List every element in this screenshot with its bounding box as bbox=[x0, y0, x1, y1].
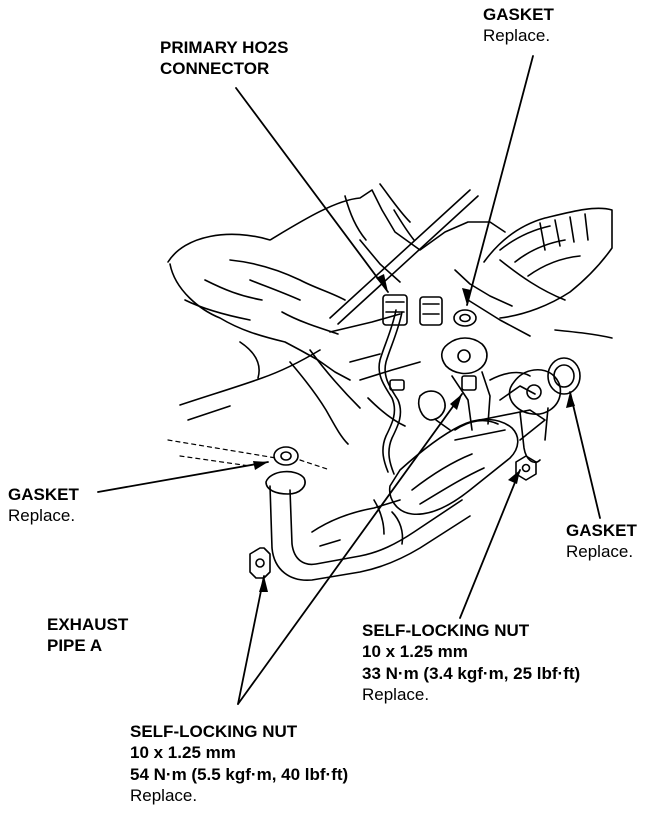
gasket-right-part bbox=[547, 357, 581, 395]
gasket-top-part bbox=[453, 309, 477, 327]
hanger-bracket bbox=[417, 390, 451, 431]
gasket-left-title: GASKET bbox=[8, 485, 79, 504]
rear-flange bbox=[508, 369, 562, 464]
ho2s-wire-harness bbox=[378, 294, 443, 475]
label-gasket-top: GASKET Replace. bbox=[483, 4, 554, 47]
nut-right-size: 10 x 1.25 mm bbox=[362, 642, 468, 662]
gasket-top-title: GASKET bbox=[483, 5, 554, 24]
label-gasket-right: GASKET Replace. bbox=[566, 520, 637, 563]
nut-bottom-size: 10 x 1.25 mm bbox=[130, 743, 236, 763]
nut-right-part bbox=[515, 455, 537, 481]
primary-ho2s-line2: CONNECTOR bbox=[160, 59, 270, 79]
reference-lines bbox=[167, 439, 331, 471]
exhaust-pipe-a bbox=[249, 470, 471, 581]
nut-right-note: Replace. bbox=[362, 684, 430, 704]
nut-bottom-note: Replace. bbox=[130, 785, 198, 805]
cable-rod bbox=[329, 189, 479, 325]
nut-bottom-torque: 54 N·m (5.5 kgf·m, 40 lbf·ft) bbox=[130, 764, 349, 784]
gasket-left-part bbox=[273, 446, 299, 466]
label-exhaust-pipe-a: EXHAUST PIPE A bbox=[47, 614, 128, 657]
nut-right-torque: 33 N·m (3.4 kgf·m, 25 lbf·ft) bbox=[362, 663, 581, 683]
gasket-right-note: Replace. bbox=[566, 542, 634, 562]
gasket-left-note: Replace. bbox=[8, 506, 76, 526]
label-primary-ho2s-connector: PRIMARY HO2S CONNECTOR bbox=[160, 37, 288, 80]
rocker-panel bbox=[483, 207, 613, 319]
exhaust-pipe-line2: PIPE A bbox=[47, 636, 103, 656]
nut-bottom-title: SELF-LOCKING NUT bbox=[130, 722, 298, 741]
primary-ho2s-line1: PRIMARY HO2S bbox=[160, 38, 289, 57]
nut-right-title: SELF-LOCKING NUT bbox=[362, 621, 530, 640]
engine-block-outline bbox=[167, 183, 613, 445]
gasket-right-title: GASKET bbox=[566, 521, 637, 540]
gasket-top-note: Replace. bbox=[483, 26, 551, 46]
arrowheads bbox=[253, 274, 575, 592]
label-gasket-left: GASKET Replace. bbox=[8, 484, 79, 527]
label-self-locking-nut-right: SELF-LOCKING NUT 10 x 1.25 mm 33 N·m (3.… bbox=[362, 620, 580, 705]
leader-lines bbox=[97, 55, 601, 705]
exhaust-pipe-line1: EXHAUST bbox=[47, 615, 129, 634]
label-self-locking-nut-bottom: SELF-LOCKING NUT 10 x 1.25 mm 54 N·m (5.… bbox=[130, 721, 348, 806]
front-flange bbox=[440, 337, 491, 431]
catalytic-converter bbox=[388, 371, 546, 516]
